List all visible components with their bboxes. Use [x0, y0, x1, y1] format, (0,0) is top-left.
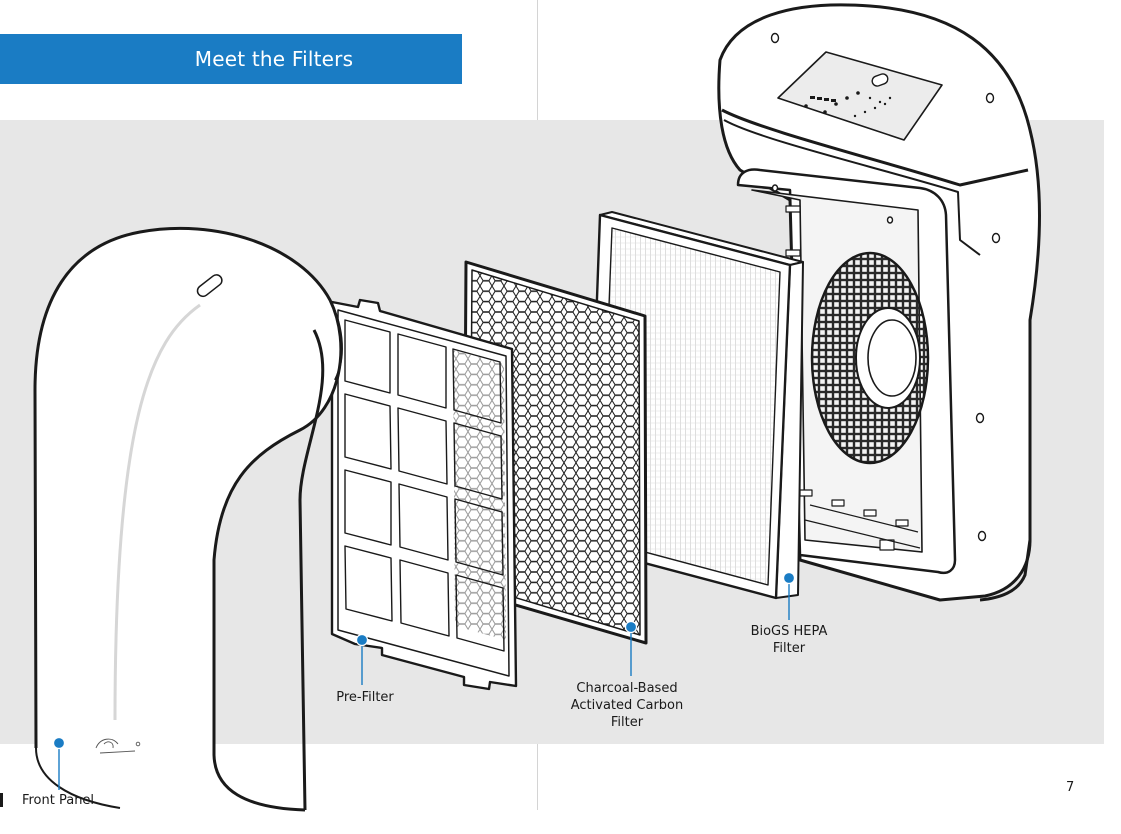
callout-dot-icon: [355, 633, 369, 647]
callout-dot-icon: [624, 620, 638, 634]
label-hepa-filter: BioGS HEPA Filter: [750, 624, 828, 656]
label-pre-filter: Pre-Filter: [336, 690, 394, 705]
page-title: Meet the Filters: [194, 47, 354, 71]
page-number: 7: [1066, 780, 1075, 795]
callout-dot-icon: [52, 736, 66, 750]
callouts: [52, 571, 796, 790]
label-front-panel: Front Panel: [21, 793, 95, 808]
page-divider-top: [537, 0, 538, 120]
page-marker: [0, 793, 3, 807]
title-banner: Meet the Filters: [0, 34, 462, 84]
brand-logo-icon: [95, 738, 141, 754]
callout-dot-icon: [782, 571, 796, 585]
pre-filter: [330, 298, 518, 691]
front-panel: [33, 226, 343, 812]
page-divider-bottom: [537, 744, 538, 810]
label-carbon-filter: Charcoal-Based Activated Carbon Filter: [570, 681, 684, 730]
